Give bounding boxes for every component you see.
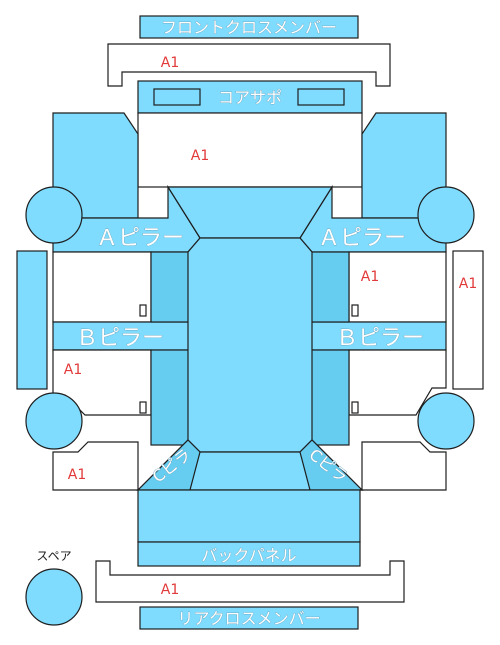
core-support-label: コアサポ	[218, 88, 282, 107]
handle-front-right	[351, 304, 359, 317]
front-door-right[interactable]	[348, 251, 447, 323]
roof-side-front-right[interactable]	[309, 251, 350, 323]
rear-quarter-left-mark: A1	[68, 467, 86, 483]
back-panel-label: バックパネル	[201, 546, 296, 565]
front-cross-member-mark: A1	[161, 55, 179, 71]
roof[interactable]	[187, 237, 313, 453]
handle-rear-left	[139, 401, 147, 414]
b-pillar-right[interactable]	[309, 321, 447, 351]
front-cross-member-panel[interactable]	[139, 15, 359, 39]
hood-mark: A1	[191, 148, 209, 164]
front-door-right-mark: A1	[361, 269, 379, 285]
rear-quarter-right[interactable]	[361, 441, 447, 491]
side-sill-right-mark: A1	[459, 276, 477, 292]
wheel-rear-right[interactable]	[417, 392, 475, 450]
a-pillar-right-label: Ａピラー	[318, 226, 406, 251]
spare-label: スペア	[36, 549, 71, 563]
rear-cross-member-label: リアクロスメンバー	[177, 609, 320, 628]
rear-door-left-mark: A1	[64, 362, 82, 378]
handle-rear-right	[351, 401, 359, 414]
hood-area[interactable]	[137, 112, 363, 188]
headlight-left	[153, 88, 201, 106]
front-cross-member-outline[interactable]	[107, 43, 391, 87]
core-support-panel[interactable]	[137, 80, 363, 114]
b-pillar-left-label: Ｂピラー	[76, 326, 164, 351]
wheel-rear-left[interactable]	[25, 392, 83, 450]
wheel-front-left[interactable]	[25, 186, 83, 244]
b-pillar-right-label: Ｂピラー	[336, 326, 424, 351]
side-sill-left[interactable]	[16, 250, 48, 390]
a-pillar-left-label: Ａピラー	[96, 226, 184, 251]
rear-cross-member-panel[interactable]	[139, 606, 359, 630]
spare-tire[interactable]	[25, 568, 83, 626]
rear-cross-member-mark: A1	[161, 582, 179, 598]
side-sill-right[interactable]	[452, 250, 484, 390]
headlight-right	[297, 88, 345, 106]
back-panel[interactable]	[137, 541, 361, 567]
rear-cross-member-outline[interactable]	[95, 560, 405, 603]
roof-side-front-left[interactable]	[150, 251, 190, 323]
front-door-left[interactable]	[52, 251, 152, 323]
roof-side-rear-right[interactable]	[309, 349, 350, 446]
front-cross-member-label: フロントクロスメンバー	[161, 18, 337, 37]
roof-side-rear-left[interactable]	[150, 349, 190, 446]
handle-front-left	[139, 304, 147, 317]
trunk[interactable]	[137, 489, 361, 543]
wheel-front-right[interactable]	[417, 186, 475, 244]
rear-quarter-left[interactable]	[52, 441, 139, 491]
